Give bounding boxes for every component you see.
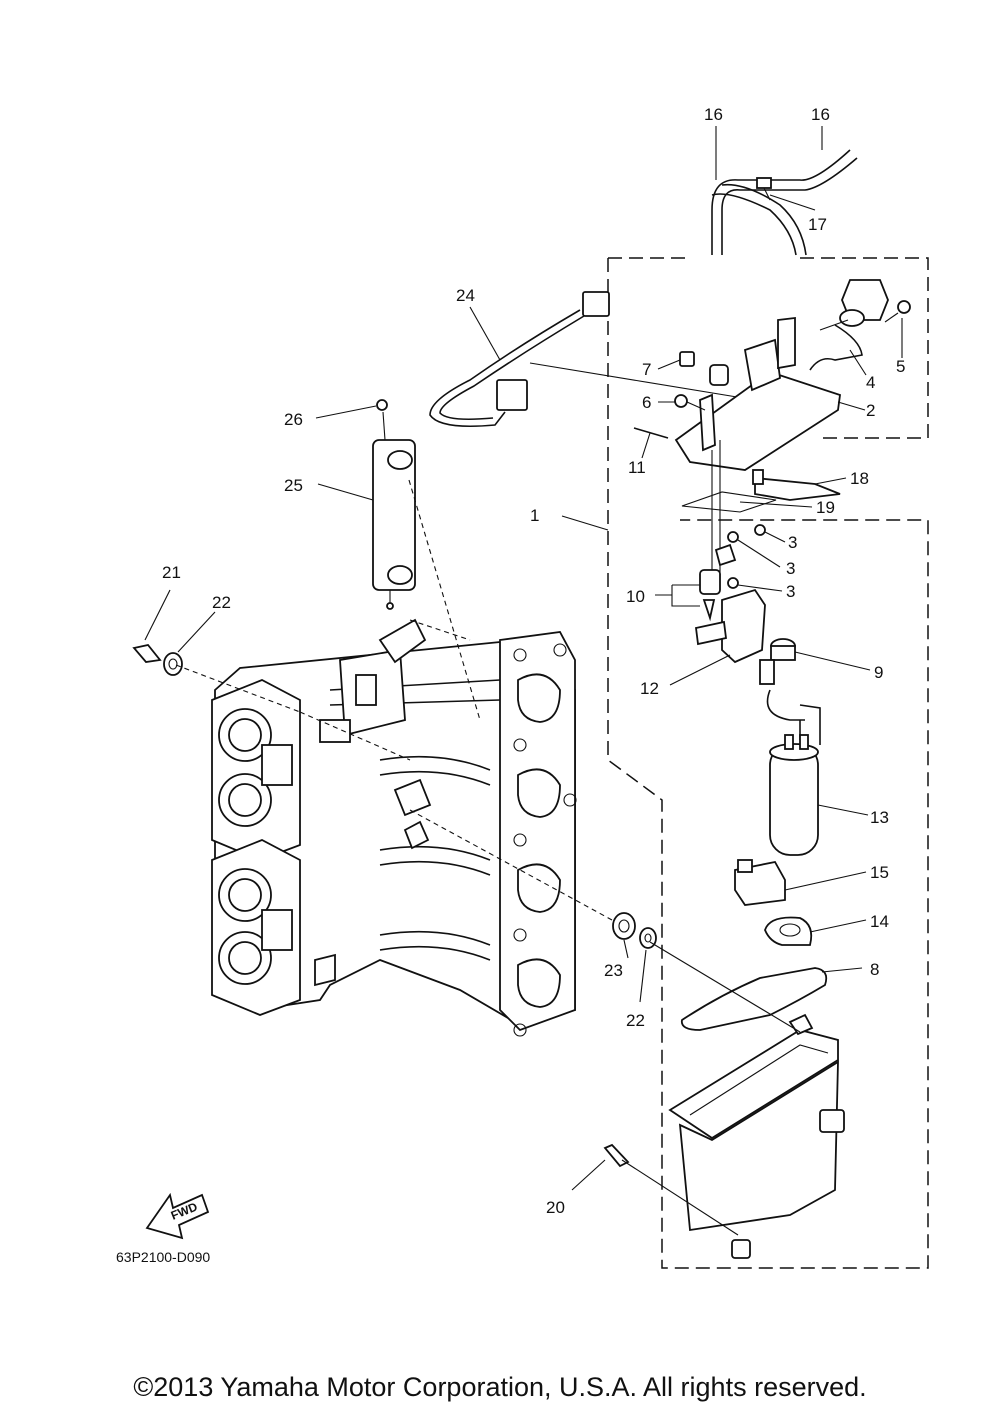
callouts: 16 16 17 24 5 4 7 6 2 26 11 18 25 19 1 3…: [162, 105, 905, 1217]
part-11-pin: [633, 427, 669, 439]
part-19-plate: [681, 491, 777, 513]
copyright-notice: ©2013 Yamaha Motor Corporation, U.S.A. A…: [133, 1372, 867, 1402]
callout-15: 15: [870, 863, 889, 882]
callout-25: 25: [284, 476, 303, 495]
callout-11: 11: [628, 458, 646, 477]
callout-21: 21: [162, 563, 181, 582]
part-20-screw: [603, 1143, 630, 1168]
part-21-bolt: [132, 644, 162, 663]
callout-9: 9: [874, 663, 883, 682]
part-8-gasket: [680, 967, 828, 1031]
callout-20: 20: [546, 1198, 565, 1217]
part-9-cap: [759, 638, 805, 721]
callout-12: 12: [640, 679, 659, 698]
callout-4: 4: [866, 373, 875, 392]
part-14-holder: [764, 916, 813, 946]
intake-manifold: [211, 618, 577, 1037]
callout-2: 2: [866, 401, 875, 420]
part-10-grommet: [699, 569, 721, 622]
callout-3c: 3: [786, 582, 795, 601]
part-2-filter-head: [674, 316, 841, 575]
connection-guides: [175, 479, 801, 1236]
callout-3b: 3: [786, 559, 795, 578]
callout-3a: 3: [788, 533, 797, 552]
part-18-gasket: [752, 469, 841, 501]
callout-5: 5: [896, 357, 905, 376]
part-23-grommet: [612, 912, 636, 940]
part-7-clip: [679, 351, 695, 367]
callout-22a: 22: [212, 593, 231, 612]
part-4-regulator: [809, 279, 889, 371]
callout-1: 1: [530, 506, 539, 525]
callout-6: 6: [642, 393, 651, 412]
fwd-arrow: FWD: [145, 1192, 210, 1240]
callout-18: 18: [850, 469, 869, 488]
part-6-screw: [674, 394, 706, 411]
diagram-code: 63P2100-D090: [116, 1249, 210, 1265]
leader-lines: [144, 126, 903, 1191]
callout-7: 7: [642, 360, 651, 379]
callout-17: 17: [808, 215, 827, 234]
callout-26: 26: [284, 410, 303, 429]
callout-16a: 16: [704, 105, 723, 124]
callout-22b: 22: [626, 1011, 645, 1030]
part-15-filter: [734, 859, 786, 906]
callout-8: 8: [870, 960, 879, 979]
part-24-harness: [429, 291, 744, 428]
callout-23: 23: [604, 961, 623, 980]
part-22-washer-left: [163, 652, 183, 676]
part-13-pump: [769, 704, 821, 856]
callout-10: 10: [626, 587, 645, 606]
part-12-module: [695, 588, 766, 664]
callout-13: 13: [870, 808, 889, 827]
assembly-boundary: [607, 257, 929, 1269]
part-25-rail: [372, 439, 416, 610]
part-26-bolt: [376, 399, 388, 441]
callout-19: 19: [816, 498, 835, 517]
part-5-bolt: [884, 300, 911, 323]
part-3-screws: [714, 524, 766, 589]
float-chamber-bowl: [668, 1013, 845, 1259]
part-22-washer-right: [639, 927, 657, 949]
part-16-hoses: [711, 149, 858, 256]
callout-24: 24: [456, 286, 475, 305]
callout-14: 14: [870, 912, 889, 931]
callout-16b: 16: [811, 105, 830, 124]
